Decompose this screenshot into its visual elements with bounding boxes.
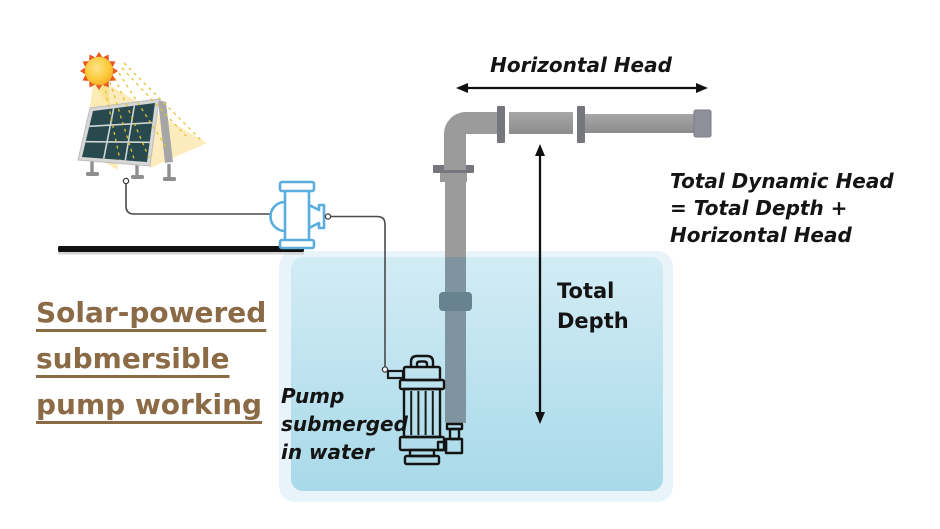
title-line-2: submersible: [36, 342, 230, 375]
title-line-3: pump working: [36, 388, 263, 421]
title-line-1: Solar-powered: [36, 296, 267, 329]
horizontal-pipe: [497, 106, 712, 143]
horizontal-head-arrow: [456, 83, 708, 93]
pump-submerged-label: Pump submerged in water: [281, 384, 408, 464]
total-depth-label: Total Depth: [557, 279, 629, 333]
solar-wire: [122, 177, 279, 218]
total-dynamic-head-label: Total Dynamic Head = Total Depth + Horiz…: [670, 169, 894, 247]
riser-pipe: [433, 112, 498, 257]
pump-controller-icon: [269, 180, 332, 250]
total-depth-arrow: [535, 144, 545, 424]
submersible-pump-icon: [398, 354, 464, 466]
horizontal-head-label: Horizontal Head: [490, 53, 672, 77]
riser-pipe-underwater: [439, 257, 472, 423]
solar-panel-icon: [77, 98, 176, 181]
page-title: Solar-powered submersible pump working: [36, 290, 266, 428]
sun-icon: [80, 52, 118, 90]
ground-line: [58, 246, 304, 255]
sun-ray-dashes: [103, 62, 204, 163]
water-tank: [279, 251, 673, 502]
